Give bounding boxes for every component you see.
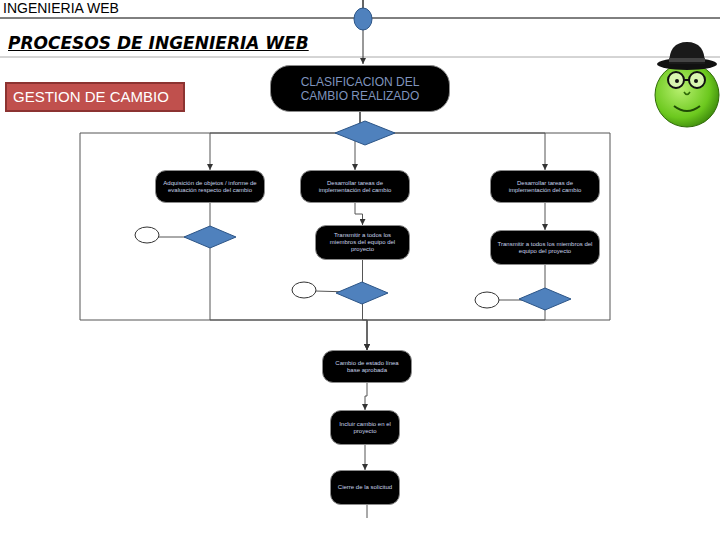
page-title: PROCESOS DE INGENIERIA WEB: [8, 33, 309, 53]
node-text: Transmitir a todos los miembros del equi…: [322, 232, 403, 253]
node-text: Incluir cambio en el proyecto: [337, 421, 393, 435]
flow-connector: [355, 203, 363, 225]
title-rule: [0, 57, 720, 58]
process-box: Desarrollar tareas de implementación del…: [300, 170, 410, 203]
node-text: Desarrollar tareas de implementación del…: [497, 180, 593, 194]
section-box: GESTION DE CAMBIO: [5, 82, 185, 112]
merge-line: [158, 237, 193, 238]
merge-line: [315, 291, 350, 292]
flow-connector: [365, 445, 366, 470]
merge-diamond: [184, 226, 236, 248]
merge-circle: [135, 227, 159, 243]
process-box: CLASIFICACION DEL CAMBIO REALIZADO: [270, 65, 450, 112]
header-label: INGENIERIA WEB: [3, 0, 119, 16]
process-box: Cambio de estado línea base aprobada: [322, 350, 412, 383]
node-text: Cierre de la solicitud: [338, 484, 392, 491]
start-node: [354, 8, 372, 30]
node-text: Transmitir a todos los miembros del equi…: [497, 241, 593, 255]
process-box: Desarrollar tareas de implementación del…: [490, 170, 600, 203]
node-text: Adquisición de objetos / informe de eval…: [162, 180, 258, 194]
header-rule: [0, 18, 720, 19]
flow-connector: [360, 112, 545, 170]
flow-connector: [363, 260, 368, 350]
flow-connector: [367, 265, 545, 350]
start-stem: [363, 0, 364, 8]
process-box: Cierre de la solicitud: [330, 470, 400, 505]
merge-line: [498, 300, 533, 301]
process-box: Adquisición de objetos / informe de eval…: [155, 170, 265, 203]
flow-connector: [545, 203, 546, 230]
merge-diamond: [519, 288, 571, 310]
flow-connector: [355, 112, 360, 170]
node-text: Cambio de estado línea base aprobada: [329, 360, 405, 374]
decision-diamond: [335, 121, 395, 145]
process-box: Transmitir a todos los miembros del equi…: [490, 230, 600, 265]
merge-diamond: [336, 282, 388, 304]
end-line: [367, 505, 368, 518]
process-box: Transmitir a todos los miembros del equi…: [315, 225, 410, 260]
process-box: Incluir cambio en el proyecto: [330, 410, 400, 445]
flow-connector: [210, 112, 360, 170]
node-text: GESTION DE CAMBIO: [13, 88, 169, 106]
merge-frame: [80, 133, 610, 320]
start-connector: [363, 0, 364, 64]
merge-circle: [475, 292, 499, 308]
flow-connector: [365, 383, 367, 410]
cartoon-character: [655, 42, 719, 127]
node-text: CLASIFICACION DEL CAMBIO REALIZADO: [293, 75, 427, 103]
merge-circle: [292, 282, 316, 298]
node-text: Desarrollar tareas de implementación del…: [307, 180, 403, 194]
